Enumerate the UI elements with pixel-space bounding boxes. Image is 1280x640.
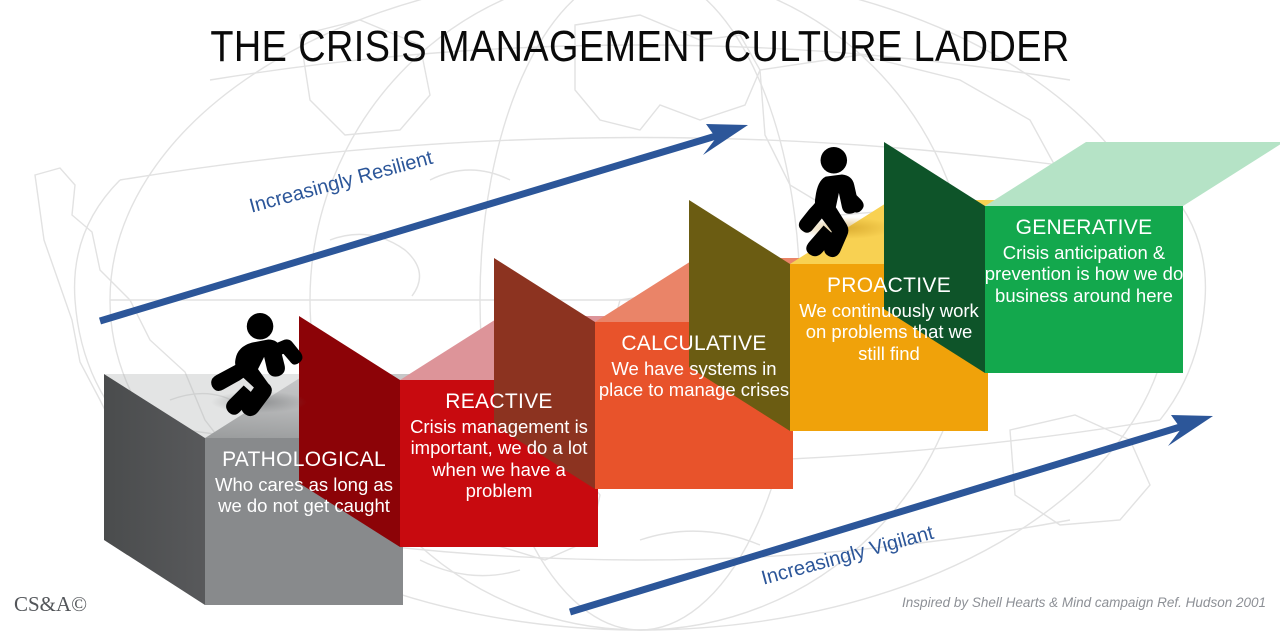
page-title: THE CRISIS MANAGEMENT CULTURE LADDER — [210, 22, 1070, 71]
step-title: PATHOLOGICAL — [222, 448, 386, 471]
block-top-face — [985, 142, 1280, 206]
step-label-calculative: CALCULATIVE We have systems in place to … — [593, 332, 795, 401]
block-side-face — [104, 374, 205, 605]
cs-and-a-logo: CS&A© — [14, 592, 88, 616]
step-description: Crisis anticipation & prevention is how … — [984, 241, 1184, 306]
block-side-face — [494, 258, 595, 489]
arrow-increasingly-vigilant — [568, 415, 1213, 616]
step-label-pathological: PATHOLOGICAL Who cares as long as we do … — [205, 448, 403, 517]
step-description: Crisis management is important, we do a … — [410, 415, 588, 502]
step-title: REACTIVE — [445, 390, 553, 413]
step-title: GENERATIVE — [1015, 216, 1153, 239]
step-block-generative[interactable] — [884, 142, 1280, 373]
step-description: We continuously work on problems that we… — [799, 299, 979, 364]
arrow-increasingly-resilient — [98, 124, 748, 325]
step-description: Who cares as long as we do not get caugh… — [215, 473, 393, 517]
step-title: PROACTIVE — [826, 274, 952, 297]
credit-line: Inspired by Shell Hearts & Mind campaign… — [902, 595, 1266, 610]
step-description: We have systems in place to manage crise… — [598, 357, 790, 401]
running-person-icon — [211, 313, 303, 417]
block-front-face — [985, 206, 1183, 373]
step-label-generative: GENERATIVE Crisis anticipation & prevent… — [983, 216, 1185, 306]
step-label-proactive: PROACTIVE We continuously work on proble… — [790, 274, 988, 364]
block-side-face — [884, 142, 985, 373]
block-side-face — [689, 200, 790, 431]
step-label-reactive: REACTIVE Crisis management is important,… — [400, 390, 598, 502]
walking-person-icon — [798, 147, 864, 258]
step-title: CALCULATIVE — [621, 332, 767, 355]
block-side-face — [299, 316, 400, 547]
